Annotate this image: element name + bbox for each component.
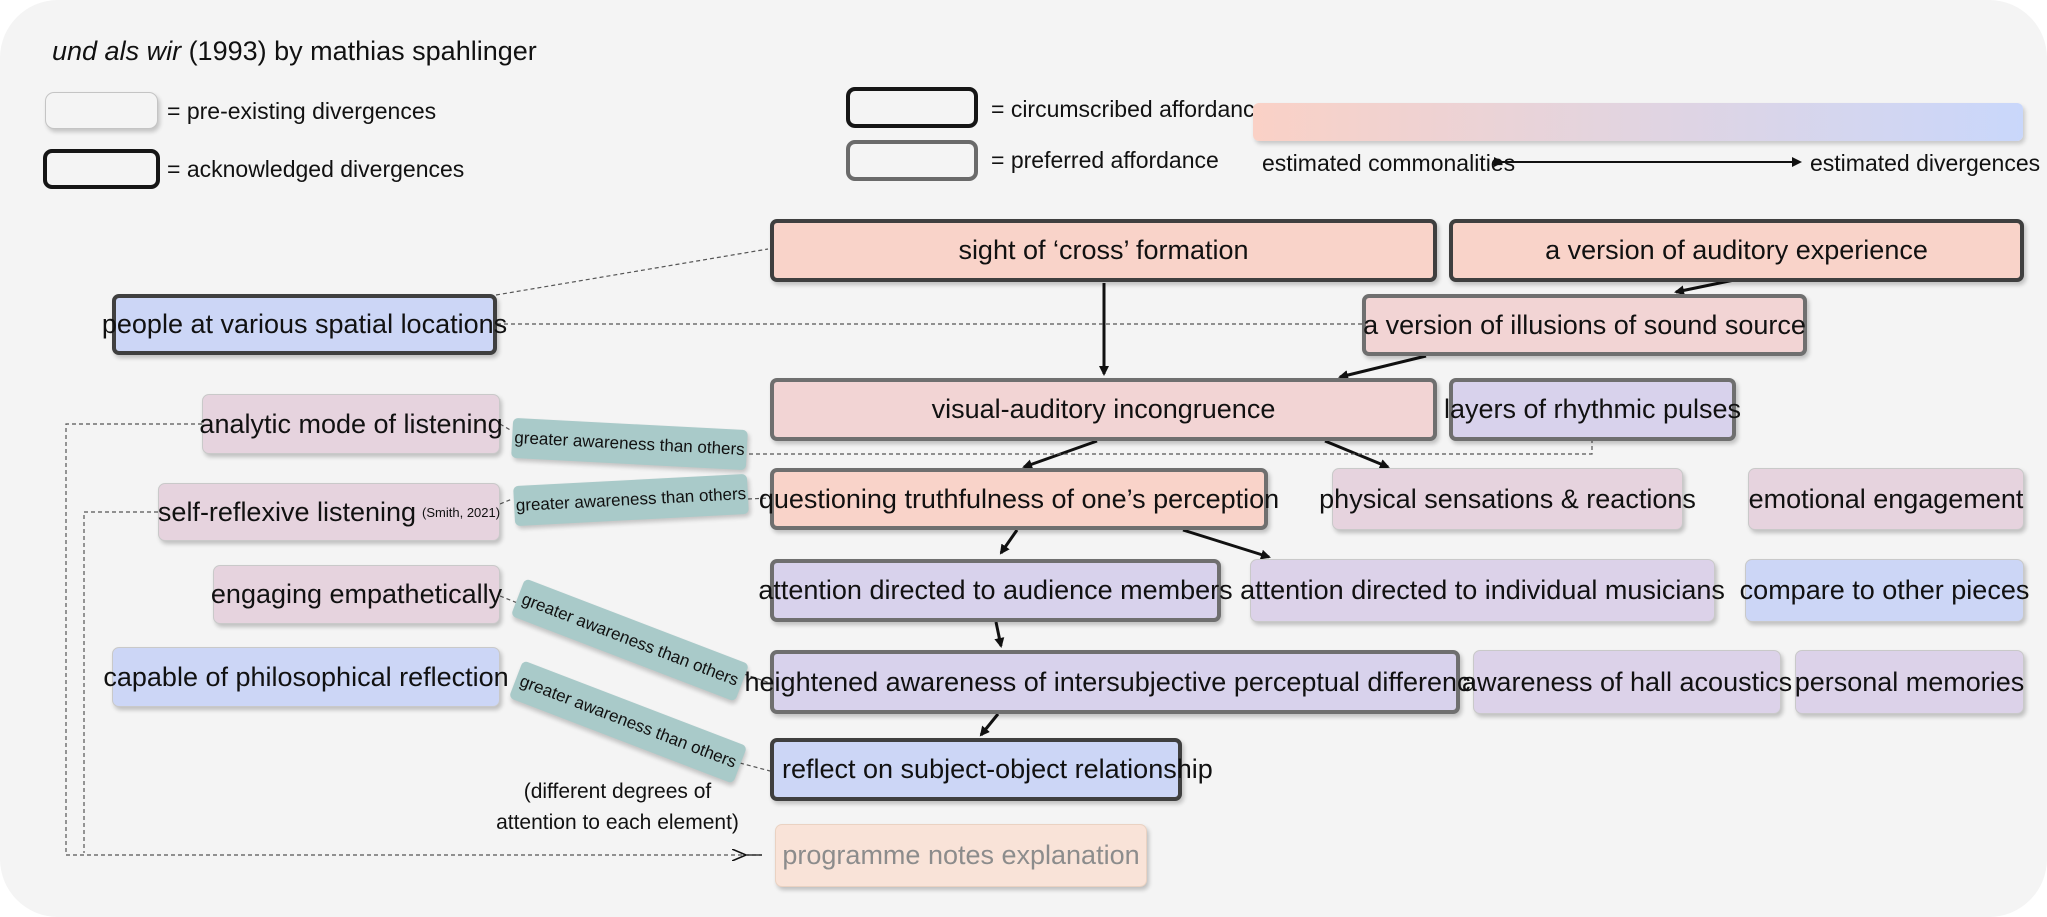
node-emotional-engagement: emotional engagement <box>1748 468 2024 530</box>
self-reflexive-label: self-reflexive listening <box>157 496 417 527</box>
legend-gradient-left-label: estimated commonalities <box>1262 150 1516 176</box>
legend-acknowledged-swatch <box>43 149 160 189</box>
node-reflect-subject-object: reflect on subject-object relationship <box>770 738 1213 801</box>
attention-note: (different degrees of attention to each … <box>496 780 739 834</box>
node-personal-memories: personal memories <box>1795 650 2024 714</box>
legend-gradient-bar <box>1253 103 2023 141</box>
arrow-heightened-to-reflect <box>979 713 1000 737</box>
node-self-reflexive-listening: self-reflexive listening (Smith, 2021) <box>158 483 500 541</box>
dashed-people-to-cross <box>495 248 769 296</box>
node-compare-pieces: compare to other pieces <box>1740 559 2029 622</box>
arrow-questioning-to-audience <box>999 529 1019 555</box>
node-engaging-empathetically: engaging empathetically <box>211 565 502 624</box>
node-people-spatial: people at various spatial locations <box>102 294 507 355</box>
legend-circumscribed-swatch <box>846 87 978 128</box>
arrow-incongruence-to-physical <box>1324 439 1390 469</box>
title-italic: und als wir <box>52 36 182 66</box>
self-reflexive-citation: (Smith, 2021) <box>422 504 501 520</box>
node-questioning-truthfulness: questioning truthfulness of one’s percep… <box>759 468 1279 530</box>
title-rest: (1993) by mathias spahlinger <box>181 36 537 66</box>
legend-gradient-right-label: estimated divergences <box>1810 150 2041 176</box>
arrow-illusions-to-incongruence <box>1338 354 1427 380</box>
dashed-tag3-to-heightened <box>743 673 771 684</box>
dashed-analytic-loop <box>65 423 762 856</box>
dashed-tag4-to-reflect <box>739 762 771 772</box>
dashed-tag2-to-questioning <box>747 497 771 500</box>
node-rhythmic-pulses: layers of rhythmic pulses <box>1444 378 1741 441</box>
diagram-title: und als wir (1993) by mathias spahlinger <box>52 36 537 67</box>
legend-preferred-label: = preferred affordance <box>991 147 1219 173</box>
node-illusions-sound-source: a version of illusions of sound source <box>1362 294 1807 356</box>
node-cross-formation: sight of ‘cross’ formation <box>770 219 1437 282</box>
node-visual-auditory-incongruence: visual-auditory incongruence <box>770 378 1437 441</box>
dashed-selfreflexive-loop <box>83 511 158 853</box>
dashed-selfreflexive-to-tag <box>499 498 513 505</box>
node-programme-notes: programme notes explanation <box>775 824 1147 887</box>
arrow-questioning-to-musicians <box>1182 528 1271 560</box>
node-auditory-experience: a version of auditory experience <box>1449 219 2024 282</box>
node-philosophical-reflection: capable of philosophical reflection <box>103 647 509 707</box>
node-hall-acoustics: awareness of hall acoustics <box>1462 650 1792 714</box>
node-analytic-listening: analytic mode of listening <box>199 394 503 454</box>
node-attention-musicians: attention directed to individual musicia… <box>1240 559 1725 622</box>
arrow-audience-to-heightened <box>994 621 1005 648</box>
legend-pre-existing-label: = pre-existing divergences <box>167 98 437 124</box>
dashed-analytic-to-tag <box>499 423 513 432</box>
legend-preferred-swatch <box>846 140 978 181</box>
dashed-rhythmic-to-awareness <box>748 439 1593 455</box>
legend-acknowledged-label: = acknowledged divergences <box>167 156 465 182</box>
legend-pre-existing-swatch <box>45 92 158 129</box>
node-attention-audience: attention directed to audience members <box>758 559 1233 622</box>
node-heightened-awareness: heightened awareness of intersubjective … <box>745 650 1486 714</box>
node-physical-sensations: physical sensations & reactions <box>1319 468 1696 530</box>
legend-circumscribed-label: = circumscribed affordance <box>991 96 1268 122</box>
